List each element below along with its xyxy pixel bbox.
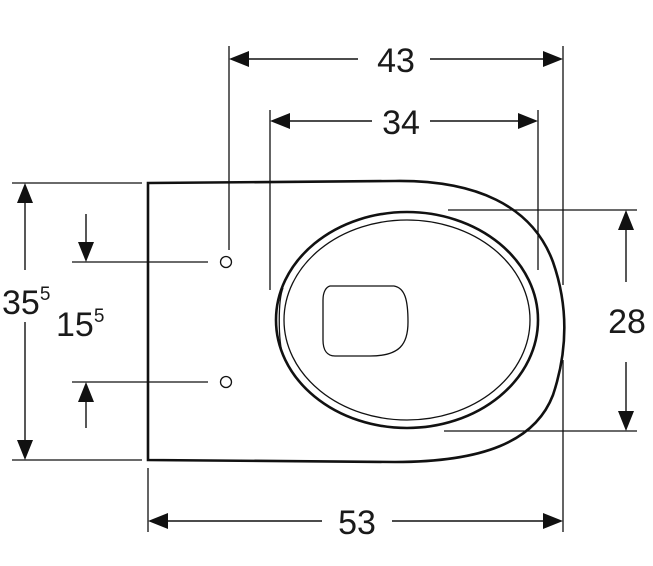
arrow-155-bottom [78, 382, 94, 402]
arrow-28-top [618, 210, 634, 230]
rim-outer [274, 210, 540, 430]
bowl-outline [146, 179, 566, 464]
dim-label-155: 155 [56, 306, 104, 344]
dim-label-28: 28 [608, 303, 646, 341]
dim-label-53: 53 [338, 504, 376, 542]
arrow-43-right [543, 51, 563, 67]
mounting-hole-bottom [219, 375, 233, 389]
rim-flat-left [278, 287, 284, 357]
arrow-355-bottom [17, 440, 33, 460]
arrow-355-top [17, 183, 33, 203]
rim-inner [283, 219, 531, 421]
dim-label-34: 34 [382, 104, 420, 142]
arrow-43-left [229, 51, 249, 67]
arrow-28-bottom [618, 411, 634, 431]
arrow-53-left [148, 513, 168, 529]
drain-opening [322, 285, 409, 357]
mounting-hole-top [219, 255, 233, 269]
dim-label-43: 43 [377, 42, 415, 80]
arrow-155-top [78, 242, 94, 262]
arrow-53-right [543, 513, 563, 529]
arrow-34-right [518, 113, 538, 129]
arrow-34-left [270, 113, 290, 129]
dim-label-355: 355 [2, 284, 50, 322]
